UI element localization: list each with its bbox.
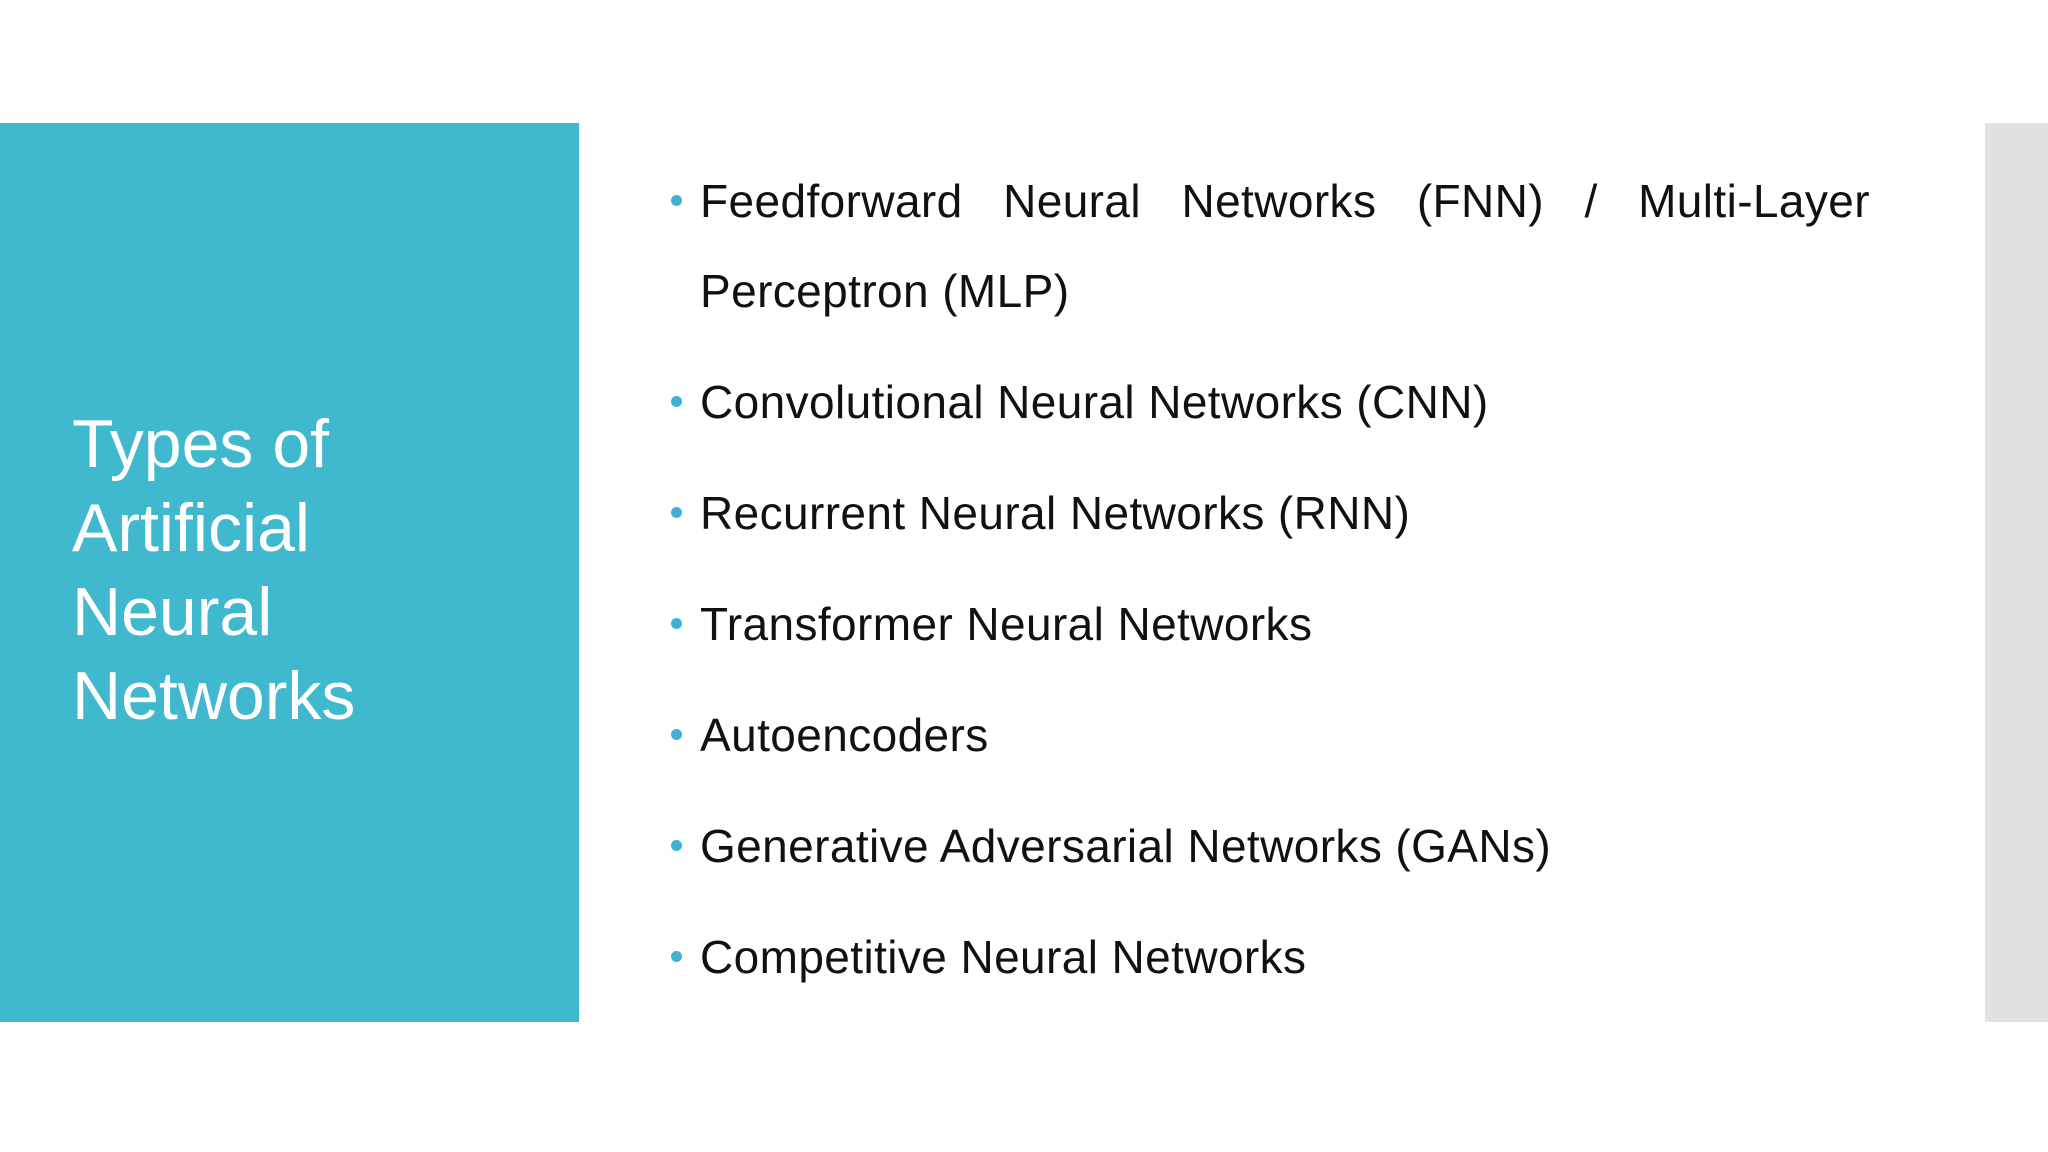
right-edge-strip bbox=[1985, 123, 2048, 1022]
bullet-item: Convolutional Neural Networks (CNN) bbox=[671, 357, 1870, 447]
bullet-text: Feedforward Neural Networks (FNN) / Mult… bbox=[700, 175, 1870, 317]
bullet-text: Recurrent Neural Networks (RNN) bbox=[700, 487, 1411, 539]
bullet-item: Feedforward Neural Networks (FNN) / Mult… bbox=[671, 156, 1870, 336]
bullet-dot-icon bbox=[671, 618, 682, 629]
bullet-dot-icon bbox=[671, 507, 682, 518]
bullet-item: Competitive Neural Networks bbox=[671, 912, 1870, 1002]
bullet-item: Generative Adversarial Networks (GANs) bbox=[671, 801, 1870, 891]
bullet-text: Generative Adversarial Networks (GANs) bbox=[700, 820, 1552, 872]
bullet-dot-icon bbox=[671, 729, 682, 740]
bullet-dot-icon bbox=[671, 840, 682, 851]
bullet-list: Feedforward Neural Networks (FNN) / Mult… bbox=[671, 156, 1870, 1023]
bullet-text: Transformer Neural Networks bbox=[700, 598, 1313, 650]
bullet-item: Autoencoders bbox=[671, 690, 1870, 780]
bullet-item: Recurrent Neural Networks (RNN) bbox=[671, 468, 1870, 558]
slide-title: Types of Artificial Neural Networks bbox=[72, 406, 356, 734]
bullet-text: Competitive Neural Networks bbox=[700, 931, 1307, 983]
bullet-dot-icon bbox=[671, 195, 682, 206]
bullet-dot-icon bbox=[671, 951, 682, 962]
bullet-dot-icon bbox=[671, 396, 682, 407]
bullet-item: Transformer Neural Networks bbox=[671, 579, 1870, 669]
bullet-text: Convolutional Neural Networks (CNN) bbox=[700, 376, 1489, 428]
title-panel bbox=[0, 123, 579, 1022]
bullet-text: Autoencoders bbox=[700, 709, 989, 761]
